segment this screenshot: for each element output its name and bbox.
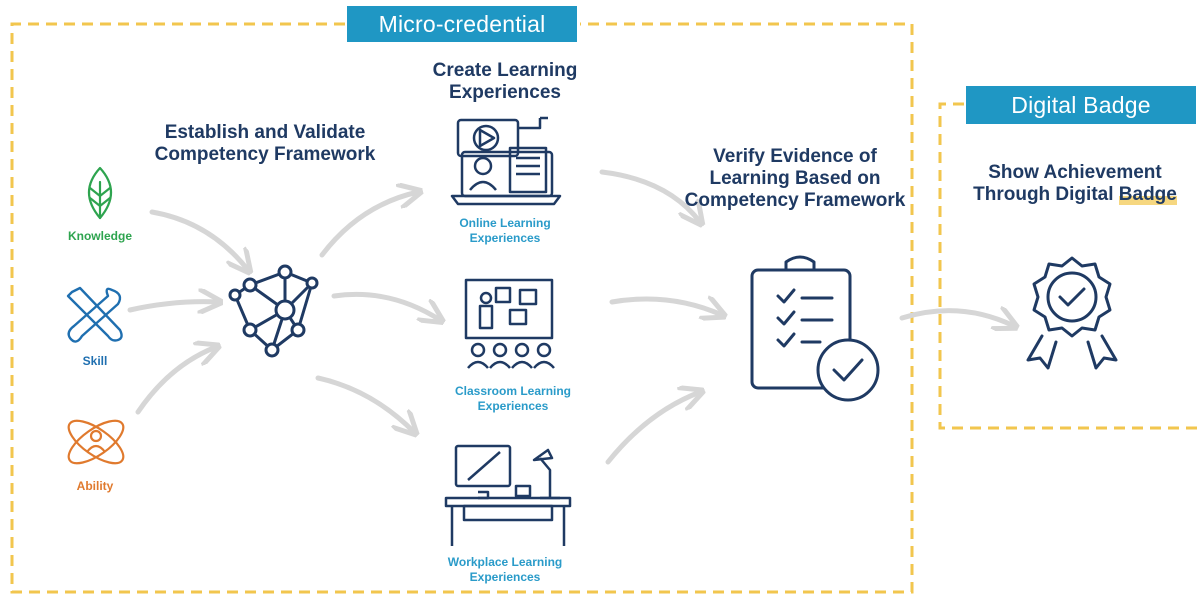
framework-heading: Establish and Validate Competency Framew… xyxy=(154,122,376,165)
experiences-heading: Create Learning Experiences xyxy=(432,60,578,103)
arrow-framework-to-online xyxy=(319,192,418,258)
badge-heading-part1: Show Achievement Through Digital xyxy=(973,162,1162,205)
badge-heading: Show Achievement Through Digital Badge xyxy=(960,162,1190,206)
knowledge-label: Knowledge xyxy=(67,229,132,243)
ability-label: Ability xyxy=(76,479,114,493)
workplace-learning-label: Workplace Learning Experiences xyxy=(447,555,563,584)
arrow-workplace-to-verify xyxy=(605,392,700,465)
arrow-classroom-to-verify xyxy=(609,299,722,315)
skill-label: Skill xyxy=(82,354,108,368)
wrench-screwdriver-icon xyxy=(66,286,123,343)
leaf-icon xyxy=(87,166,113,220)
classroom-learning-label: Classroom Learning Experiences xyxy=(454,384,572,413)
verify-heading: Verify Evidence of Learning Based on Com… xyxy=(684,146,906,211)
award-badge-icon xyxy=(1026,256,1118,370)
arrow-verify-to-badge xyxy=(899,311,1014,326)
digital-badge-tag: Digital Badge xyxy=(966,86,1196,124)
checklist-icon xyxy=(750,255,880,402)
arrow-framework-to-workplace xyxy=(315,375,414,432)
micro-credential-border xyxy=(10,22,914,594)
workplace-desk-icon xyxy=(444,444,572,546)
arrow-ability-to-framework xyxy=(135,347,216,415)
online-learning-icon xyxy=(450,116,562,206)
online-learning-label: Online Learning Experiences xyxy=(459,216,551,245)
micro-credential-tag: Micro-credential xyxy=(347,6,577,42)
digital-badge-border xyxy=(938,102,1201,430)
classroom-icon xyxy=(464,278,555,369)
atom-person-icon xyxy=(67,419,125,465)
badge-heading-highlight: Badge xyxy=(1118,184,1177,205)
arrow-framework-to-classroom xyxy=(331,291,440,320)
competency-network-icon xyxy=(228,264,319,358)
arrow-skill-to-framework xyxy=(127,302,218,310)
arrow-knowledge-to-framework xyxy=(149,209,248,270)
arrow-online-to-verify xyxy=(599,169,700,222)
